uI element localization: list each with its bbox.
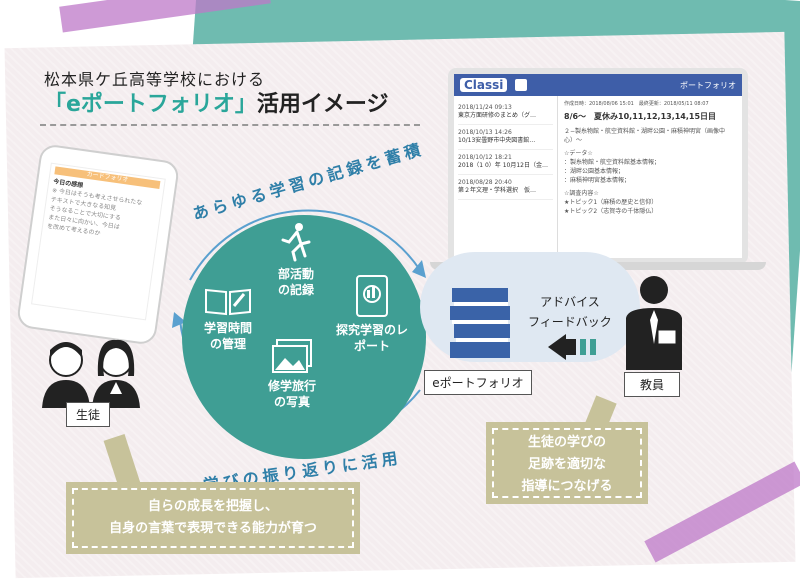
circle-item-inquiry: 探究学習のレポート	[332, 274, 412, 354]
teacher-note-line: 足跡を適切な	[527, 457, 606, 472]
list-item-date: 2018/10/13 14:26	[458, 129, 512, 136]
phone-screen: カードフォリオ 今日の感想 ※ 今日はそうも考えさせられたな テキストで大きなる…	[31, 162, 166, 321]
circle-item-study: 学習時間の管理	[194, 286, 262, 352]
classi-logo: Classi	[460, 78, 508, 92]
detail-survey-line: ★トピック2（志賀寺の千体隠仏）	[564, 208, 658, 215]
list-item-date: 2018/08/28 20:40	[458, 179, 512, 186]
teacher-note-line: 指導につなげる	[521, 479, 613, 494]
feedback-line: フィードバック	[528, 315, 612, 329]
eportfolio-label: eポートフォリオ	[424, 370, 532, 395]
detail-survey-line: ★トピック1（麻積の歴史と信仰）	[564, 199, 658, 206]
advice-text: アドバイス フィードバック	[528, 292, 612, 332]
detail-survey-label: ☆調査内容☆	[564, 190, 599, 197]
detail-data-label: ☆データ☆	[564, 150, 593, 157]
study-time-label: 学習時間の管理	[203, 321, 252, 351]
smartphone: カードフォリオ 今日の感想 ※ 今日はそうも考えさせられたな テキストで大きなる…	[15, 143, 181, 346]
teacher-label: 教員	[624, 372, 680, 397]
title-rest: 活用イメージ	[256, 92, 389, 117]
teacher-icon	[626, 276, 682, 370]
detail-data-line: ：麻積神明宮基本情報；	[564, 177, 631, 184]
list-item-title: 10/13安曇野市中央図書館…	[458, 137, 536, 144]
detail-meta: 作成日時：2018/08/06 15:01 最終更新：2018/05/11 08…	[564, 101, 709, 107]
circle-item-club: 部活動の記録	[256, 222, 336, 298]
list-item-date: 2018/10/12 18:21	[458, 154, 512, 161]
book-icon	[205, 288, 251, 316]
user-icon	[515, 79, 528, 91]
students-icon	[42, 339, 140, 408]
laptop-header-title: ポートフォリオ	[680, 80, 736, 90]
list-item-title: 東京方面研修のまとめ（グ…	[458, 112, 537, 119]
detail-data-line: ：製糸物館・航空資料館基本情報；	[564, 159, 661, 166]
runner-icon	[281, 223, 311, 262]
portfolio-detail: 作成日時：2018/08/06 15:01 最終更新：2018/05/11 08…	[558, 96, 742, 258]
detail-heading: 8/6〜 夏休み10,11,12,13,14,15日目	[564, 112, 717, 121]
report-icon	[356, 275, 388, 317]
title-highlight: 「eポートフォリオ」	[44, 92, 257, 117]
student-note-line: 自身の言葉で表現できる能力が育つ	[109, 521, 317, 536]
books-icon	[450, 288, 510, 358]
detail-text: ２−製糸物館・航空資料館・湖畔公園・麻積神明宮（画像中心）〜	[564, 128, 726, 144]
feedback-arrow-icon	[548, 334, 596, 360]
trip-label: 修学旅行の写真	[267, 379, 316, 409]
teacher-note: 生徒の学びの 足跡を適切な 指導につなげる	[486, 422, 648, 504]
circle-item-trip: 修学旅行の写真	[252, 338, 332, 410]
student-note: 自らの成長を把握し、 自身の言葉で表現できる能力が育つ	[66, 482, 360, 554]
students-label: 生徒	[66, 402, 110, 427]
teacher-note-line: 生徒の学びの	[527, 435, 606, 450]
title-subtitle: 松本県ケ丘高等学校における	[44, 70, 266, 89]
list-item-title: 第２年文理・学科選択 仮…	[458, 187, 537, 194]
club-label: 部活動の記録	[277, 267, 314, 297]
title-divider	[40, 124, 420, 126]
student-note-line: 自らの成長を把握し、	[147, 499, 278, 514]
list-item-title: 2018（1 0）年 10月12日（金…	[458, 162, 548, 169]
list-item-date: 2018/11/24 09:13	[458, 104, 512, 111]
photo-icon	[272, 339, 312, 373]
inquiry-label: 探究学習のレポート	[335, 323, 408, 353]
detail-data-line: ：湖畔公園基本情報；	[564, 168, 625, 175]
laptop-topbar: Classi ポートフォリオ	[454, 74, 742, 96]
page-title: 「eポートフォリオ」活用イメージ	[44, 86, 388, 118]
advice-line: アドバイス	[540, 295, 600, 309]
